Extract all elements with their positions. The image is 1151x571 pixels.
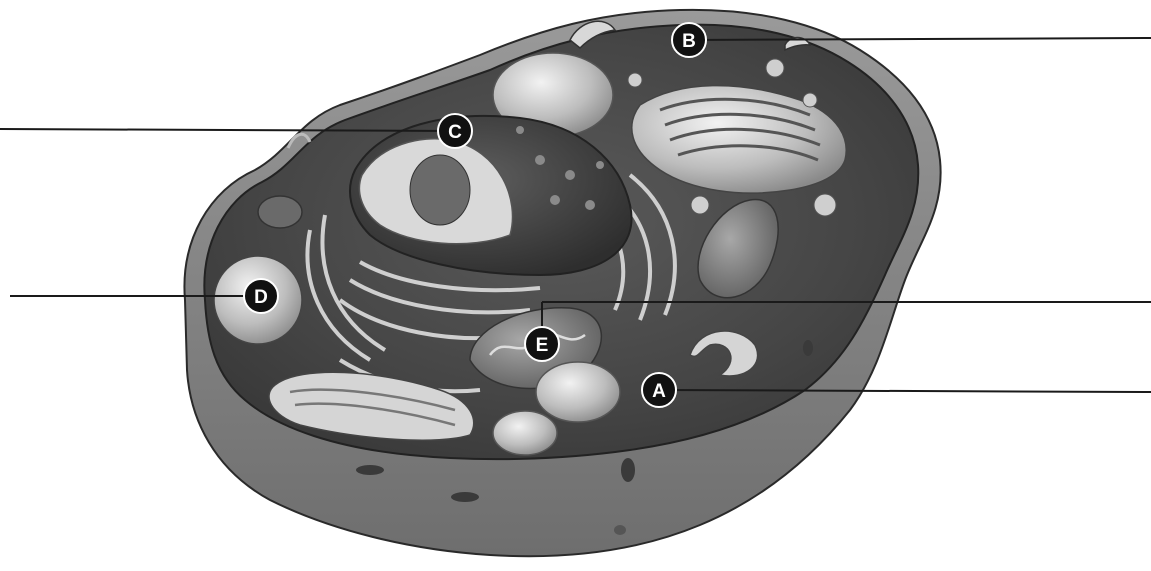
marker-e: E [525,327,559,361]
nucleolus [410,155,470,225]
marker-c-label: C [448,122,462,143]
marker-a: A [642,373,676,407]
vesicle [493,411,557,455]
membrane-pore [614,525,626,535]
mitochondrion-small [258,196,302,228]
marker-d: D [244,279,278,313]
marker-e-label: E [536,335,549,356]
marker-b: B [672,23,706,57]
marker-b-label: B [682,31,696,52]
membrane-pore [451,492,479,502]
marker-a-label: A [652,381,666,402]
marker-d-label: D [254,287,268,308]
marker-c: C [438,114,472,148]
membrane-pore [803,340,813,356]
membrane-pore [356,465,384,475]
membrane-pore [621,458,635,482]
vesicle [536,362,620,422]
